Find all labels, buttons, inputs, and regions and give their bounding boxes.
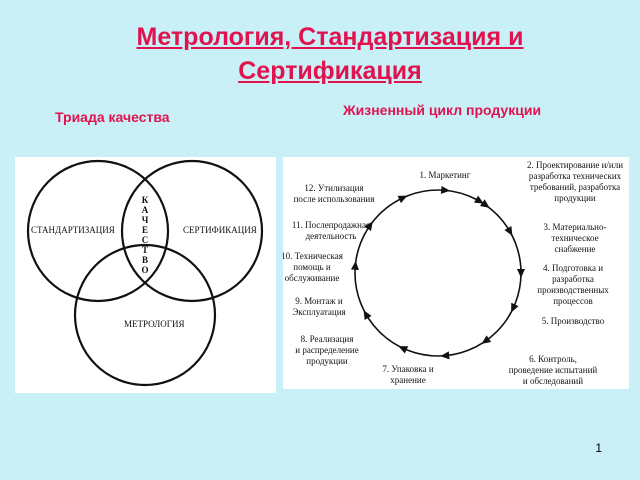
cycle-stage-line: 10. Техническая — [283, 251, 343, 261]
cycle-stage-line: 4. Подготовка и — [543, 263, 603, 273]
quality-letter: О — [141, 265, 148, 275]
cycle-stage-line: 5. Производство — [542, 316, 605, 326]
cycle-stage-line: 9. Монтаж и — [295, 296, 343, 306]
slide-title-line1: Метрология, Стандартизация и — [136, 23, 524, 51]
cycle-arrowhead — [474, 195, 484, 204]
metrology-label: МЕТРОЛОГИЯ — [124, 319, 184, 329]
cycle-arrowhead — [440, 185, 451, 194]
life-cycle-heading: Жизненный цикл продукции — [343, 102, 542, 118]
slide-title-line2: Сертификация — [238, 57, 422, 85]
cycle-stage-line: обслуживание — [285, 273, 340, 283]
cycle-stage-line: 11. Послепродажная — [292, 220, 370, 230]
cycle-stage-line: проведение испытаний — [509, 365, 598, 375]
cycle-stage-line: и распределение — [295, 345, 358, 355]
cycle-arrowhead — [440, 351, 450, 360]
cycle-arrowhead — [364, 221, 373, 231]
cycle-arrowhead — [398, 346, 409, 354]
cycle-stage-line: требований, разработка — [530, 182, 620, 192]
cycle-arrowhead — [481, 335, 492, 344]
standardization-label: СТАНДАРТИЗАЦИЯ — [31, 225, 115, 235]
quality-letter: К — [142, 195, 149, 205]
quality-letter: Е — [142, 225, 148, 235]
cycle-stage-line: 12. Утилизация — [304, 183, 363, 193]
quality-letter: Ч — [142, 215, 149, 225]
cycle-stage-line: после использования — [294, 194, 375, 204]
triad-venn-svg: СТАНДАРТИЗАЦИЯ СЕРТИФИКАЦИЯ МЕТРОЛОГИЯ К… — [26, 159, 264, 387]
cycle-stage-1-label: 1. Маркетинг — [420, 170, 471, 180]
cycle-stage-line: техническое — [551, 233, 598, 243]
triad-heading: Триада качества — [55, 109, 170, 125]
cycle-stage-line: 7. Упаковка и — [382, 364, 434, 374]
cycle-ring — [354, 189, 522, 357]
cycle-stage-line: разработка технических — [529, 171, 622, 181]
quality-letter: А — [142, 205, 149, 215]
cycle-stage-line: 8. Реализация — [301, 334, 354, 344]
cycle-arrowhead — [397, 195, 408, 204]
cycle-stage-line: снабжение — [555, 244, 596, 254]
cycle-arrowhead — [480, 199, 490, 208]
cycle-arrowhead — [363, 310, 372, 320]
cycle-stage-line: 1. Маркетинг — [420, 170, 471, 180]
cycle-stage-line: 6. Контроль, — [529, 354, 577, 364]
quality-letter: С — [142, 235, 149, 245]
cycle-stage-line: 3. Материально- — [544, 222, 607, 232]
cycle-arrowhead — [504, 226, 513, 236]
slide-title: Метрология, Стандартизация и Сертификаци… — [0, 20, 640, 88]
quality-letter: Т — [142, 245, 148, 255]
triad-diagram: СТАНДАРТИЗАЦИЯ СЕРТИФИКАЦИЯ МЕТРОЛОГИЯ К… — [15, 157, 276, 393]
cycle-stage-line: и обследований — [523, 376, 583, 386]
cycle-stage-line: деятельность — [306, 231, 357, 241]
metrology-circle — [73, 243, 217, 387]
cycle-stage-line: разработка — [552, 274, 594, 284]
cycle-stage-line: помощь и — [293, 262, 331, 272]
cycle-stage-line: производственных — [537, 285, 609, 295]
cycle-arrowhead — [517, 269, 525, 278]
cycle-arrows — [350, 185, 525, 360]
cycle-stage-line: процессов — [553, 296, 593, 306]
cycle-stage-line: продукции — [306, 356, 348, 366]
page-number: 1 — [595, 441, 602, 455]
cycle-arrowhead — [350, 260, 359, 271]
certification-circle — [120, 159, 264, 303]
cycle-arrowhead — [511, 302, 519, 313]
cycle-stage-line: Эксплуатация — [292, 307, 345, 317]
cycle-stage-line: продукции — [554, 193, 596, 203]
quality-letter: В — [142, 255, 148, 265]
cycle-stage-5-label: 5. Производство — [542, 316, 605, 326]
certification-label: СЕРТИФИКАЦИЯ — [183, 225, 257, 235]
cycle-stage-line: 2. Проектирование и/или — [527, 160, 623, 170]
cycle-stage-line: хранение — [390, 375, 425, 385]
standardization-circle — [26, 159, 170, 303]
